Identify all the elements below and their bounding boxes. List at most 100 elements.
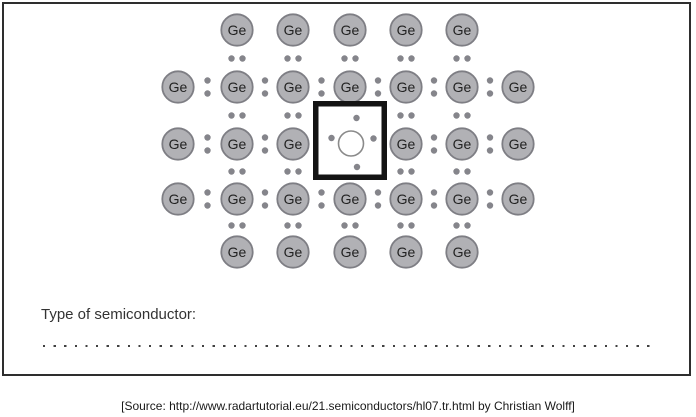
electron-pair-dot xyxy=(397,168,404,175)
atom-circle xyxy=(445,235,479,269)
ge-atom: Ge xyxy=(220,127,254,161)
atom-circle xyxy=(389,182,423,216)
atom-circle xyxy=(161,70,195,104)
atom-label: Ge xyxy=(397,79,416,95)
electron-pair-dot xyxy=(341,222,348,229)
electron-pair-dot xyxy=(204,147,211,154)
electron-pair-dot xyxy=(352,55,359,62)
atom-label: Ge xyxy=(169,191,188,207)
electron-pair-dot xyxy=(204,90,211,97)
electron-pair-dot xyxy=(408,168,415,175)
atom-label: Ge xyxy=(228,22,247,38)
electron-pair-dot xyxy=(261,147,269,154)
electron-pair-dot xyxy=(464,112,471,119)
electron-pair-dot xyxy=(486,189,494,196)
electron-pair-dot xyxy=(430,90,438,97)
ge-atom: Ge xyxy=(333,182,367,216)
atom-label: Ge xyxy=(341,79,360,95)
atom-circle xyxy=(389,70,423,104)
electron-pair-dot xyxy=(239,168,246,175)
ge-atom: Ge xyxy=(220,70,254,104)
electron-pair-dot xyxy=(464,222,471,229)
electron-pair-dot xyxy=(239,112,246,119)
atom-circle xyxy=(445,70,479,104)
atom-circle xyxy=(276,127,310,161)
electron-pair-dot xyxy=(318,90,325,97)
atom-label: Ge xyxy=(341,191,360,207)
atom-label: Ge xyxy=(509,136,528,152)
atom-circle xyxy=(501,127,535,161)
atom-circle xyxy=(161,182,195,216)
electron-pair-dot xyxy=(295,55,302,62)
electron-pair-dot xyxy=(408,112,415,119)
electron-pair-dot xyxy=(261,90,269,97)
atom-label: Ge xyxy=(228,244,247,260)
ge-atom: Ge xyxy=(276,235,310,269)
electron-pair-dot xyxy=(228,55,235,62)
atom-label: Ge xyxy=(284,136,303,152)
atom-label: Ge xyxy=(397,136,416,152)
atom-label: Ge xyxy=(284,22,303,38)
atom-label: Ge xyxy=(341,22,360,38)
atom-label: Ge xyxy=(284,79,303,95)
electron-pair-dot xyxy=(430,189,438,196)
electron-pair-dot xyxy=(261,134,269,141)
electron-pair-dot xyxy=(228,222,235,229)
atom-circle xyxy=(220,70,254,104)
electron-pair-dot xyxy=(374,189,382,196)
electron-pair-dot xyxy=(284,112,291,119)
atom-label: Ge xyxy=(284,191,303,207)
ge-atom: Ge xyxy=(389,182,423,216)
atom-label: Ge xyxy=(397,191,416,207)
electron-pair-dot xyxy=(408,222,415,229)
electron-pair-dot xyxy=(341,55,348,62)
atom-circle xyxy=(501,70,535,104)
ge-atom: Ge xyxy=(445,235,479,269)
electron-pair-dot xyxy=(486,202,494,209)
atom-circle xyxy=(445,127,479,161)
electron-pair-dot xyxy=(228,112,235,119)
electron-pair-dot xyxy=(261,77,269,84)
electron-pair-dot xyxy=(408,55,415,62)
atom-label: Ge xyxy=(169,136,188,152)
ge-atom: Ge xyxy=(333,13,367,47)
electron-pair-dot xyxy=(352,222,359,229)
electron-pair-dot xyxy=(430,77,438,84)
atom-circle xyxy=(220,235,254,269)
ge-atom: Ge xyxy=(276,127,310,161)
ge-atom: Ge xyxy=(276,182,310,216)
ge-atom: Ge xyxy=(333,235,367,269)
atom-circle xyxy=(220,182,254,216)
electron-pair-dot xyxy=(486,77,494,84)
atom-circle xyxy=(389,235,423,269)
atom-label: Ge xyxy=(169,79,188,95)
electron-pair-dot xyxy=(486,147,494,154)
electron-pair-dot xyxy=(204,202,211,209)
atom-label: Ge xyxy=(453,136,472,152)
ge-atom: Ge xyxy=(389,127,423,161)
electron-pair-dot xyxy=(397,222,404,229)
atom-circle xyxy=(389,127,423,161)
ge-atom: Ge xyxy=(389,13,423,47)
electron-pair-dot xyxy=(397,55,404,62)
answer-dotted-line xyxy=(43,345,655,348)
atom-circle xyxy=(333,13,367,47)
ge-atom: Ge xyxy=(445,70,479,104)
atom-label: Ge xyxy=(397,244,416,260)
electron-pair-dot xyxy=(261,189,269,196)
vacancy-electron-dot xyxy=(370,135,377,142)
electron-pair-dot xyxy=(486,90,494,97)
ge-atom: Ge xyxy=(220,13,254,47)
electron-pair-dot xyxy=(204,189,211,196)
electron-pair-dot xyxy=(374,77,382,84)
electron-pair-dot xyxy=(430,147,438,154)
ge-atom: Ge xyxy=(389,70,423,104)
vacancy-electron-dot xyxy=(328,134,335,142)
ge-atom: Ge xyxy=(445,13,479,47)
atom-circle xyxy=(445,13,479,47)
electron-pair-dot xyxy=(453,112,460,119)
electron-pair-dot xyxy=(228,168,235,175)
electron-pair-dot xyxy=(204,77,211,84)
atom-label: Ge xyxy=(453,191,472,207)
ge-atom: Ge xyxy=(389,235,423,269)
